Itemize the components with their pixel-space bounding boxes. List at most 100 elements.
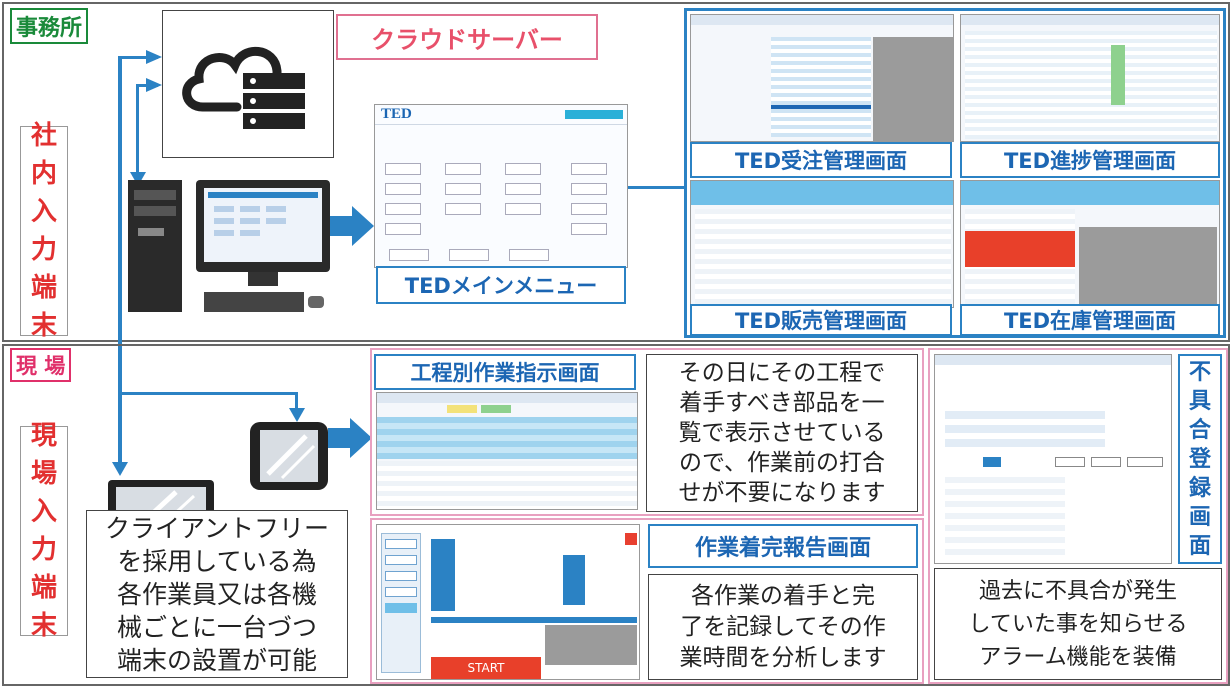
form-row [945,439,1105,447]
screen-toolbar [961,15,1219,25]
connector-line [118,56,158,59]
work-instruction-caption: 工程別作業指示画面 [374,354,636,390]
work-report-frame [370,518,924,684]
office-terminal-char: 端 [30,273,57,303]
client-text-line: 端末の設置が可能 [116,645,317,675]
work-report-caption: 作業着完報告画面 [648,524,918,568]
grey-area [545,625,637,665]
work-instruction-text-line: ので、作業前の打合 [678,450,886,476]
data-grid [771,37,871,137]
field-section [2,344,1230,686]
main-menu-caption: TEDメインメニュー [376,266,626,304]
menu-button[interactable] [385,587,417,597]
screen-toolbar [935,355,1171,365]
menu-button[interactable] [389,249,429,261]
menu-button[interactable] [571,163,607,175]
form-button[interactable] [1055,457,1085,467]
grey-area [873,37,953,141]
screen-toolbar [691,15,953,25]
work-report-text-line: 了を記録してその作 [680,613,886,640]
data-grid [695,209,951,305]
office-terminal-char: 末 [30,311,57,341]
menu-button[interactable] [385,555,417,565]
menu-button[interactable] [385,571,417,581]
menu-button[interactable] [571,183,607,195]
defect-description: 過去に不具合が発生 していた事を知らせる アラーム機能を装備 [934,568,1222,680]
order-management-caption: TED受注管理画面 [690,142,952,178]
work-report-text-line: 業時間を分析します [679,644,887,671]
menu-button[interactable] [509,249,549,261]
cloud-server-label: クラウドサーバー [336,14,598,60]
field-terminal-char: 場 [30,459,57,489]
work-instruction-text-line: その日にその工程で [678,360,886,386]
highlight-tab [481,405,511,413]
blue-column [431,539,455,611]
menu-button[interactable] [571,203,607,215]
screen-header [961,181,1219,205]
screen-header [691,181,953,205]
defect-text-line: 過去に不具合が発生 [978,578,1177,604]
arrow-icon [330,206,374,246]
menu-button[interactable] [385,539,417,549]
defect-registration-screenshot [934,354,1172,564]
start-button[interactable]: START [431,657,541,679]
inventory-management-caption: TED在庫管理画面 [960,304,1220,336]
form-button[interactable] [1091,457,1121,467]
work-report-screenshot: START [376,524,640,680]
client-text-line: クライアントフリー [104,513,329,543]
blue-marker [983,457,1001,467]
menu-button[interactable] [385,223,421,235]
progress-column [1111,45,1125,105]
progress-management-caption: TED進捗管理画面 [960,142,1220,178]
menu-button[interactable] [505,203,541,215]
data-grid [965,31,1217,139]
close-icon[interactable] [625,533,637,545]
menu-button[interactable] [385,183,421,195]
work-instruction-frame [370,348,924,516]
field-terminal-char: 力 [30,535,57,565]
office-terminal-char: 入 [30,197,57,227]
form-row [945,411,1105,419]
defect-frame [928,348,1228,684]
defect-caption-char: 登 [1188,446,1211,472]
menu-button[interactable] [505,183,541,195]
client-text-line: を採用している為 [117,546,317,576]
client-text-line: 械ごとに一台づつ [116,612,317,642]
menu-button[interactable] [445,203,481,215]
selected-row [771,105,871,109]
defect-caption-char: 合 [1188,417,1211,443]
client-free-description: クライアントフリー を採用している為 各作業員又は各機 械ごとに一台づつ 端末の… [86,510,348,678]
menu-button[interactable] [385,163,421,175]
defect-caption: 不 具 合 登 録 画 面 [1178,354,1222,564]
main-menu-logo: TED [381,106,412,122]
form-area [945,477,1065,557]
menu-button[interactable] [385,203,421,215]
field-terminal-label: 現 場 入 力 端 末 [20,421,68,641]
highlight-tab [447,405,477,413]
office-terminal-char: 社 [30,121,57,151]
work-instruction-screenshot [376,392,638,510]
menu-button[interactable] [449,249,489,261]
form-row [945,425,1105,433]
menu-button[interactable] [445,163,481,175]
arrow-icon [146,50,162,64]
menu-button[interactable] [571,223,607,235]
menu-button[interactable] [385,603,417,613]
defect-text-line: していた事を知らせる [968,611,1188,637]
work-instruction-text-line: 着手すべき部品を一 [679,390,885,416]
inventory-management-screenshot [960,180,1220,308]
office-terminal-char: 力 [30,235,57,265]
field-terminal-char: 入 [30,497,57,527]
office-terminal-label: 社 内 入 力 端 末 [20,121,68,341]
office-terminal-char: 内 [30,159,57,189]
sales-management-screenshot [690,180,954,308]
header-bar [431,617,637,623]
main-menu-titlebar: TED [375,105,627,125]
grey-area [1079,227,1217,305]
menu-button[interactable] [445,183,481,195]
defect-caption-char: 録 [1188,475,1211,501]
arrow-icon [146,78,162,92]
form-button[interactable] [1127,457,1163,467]
blue-column [563,555,585,605]
menu-button[interactable] [505,163,541,175]
